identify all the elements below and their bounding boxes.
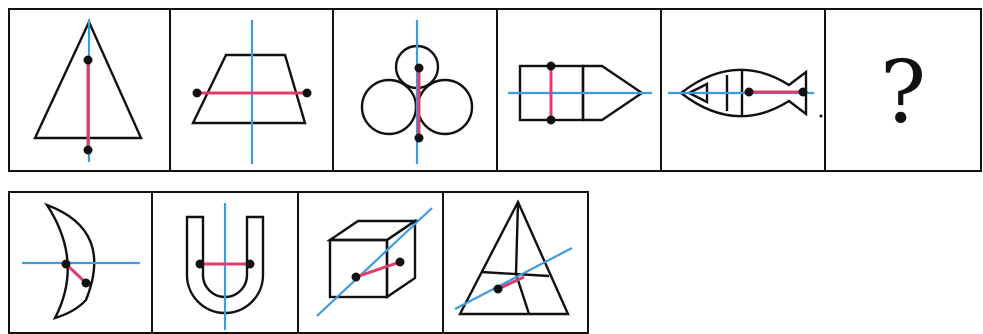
crescent-icon <box>22 202 140 320</box>
endpoint-dot <box>302 88 312 98</box>
endpoint-dot <box>493 284 503 294</box>
endpoint-dot <box>351 272 361 282</box>
segment-line <box>497 275 525 291</box>
endpoint-dot <box>395 257 405 267</box>
subdivided-triangle-icon <box>454 199 573 316</box>
triangle-icon <box>33 19 143 162</box>
option-subdivided-triangle[interactable] <box>442 191 589 334</box>
cube-icon <box>316 207 433 317</box>
endpoint-dot <box>245 259 255 269</box>
panel-fish <box>660 8 826 172</box>
panel-three-circles <box>332 8 498 172</box>
three-circles-icon <box>360 20 474 164</box>
trapezoid-icon <box>191 20 312 164</box>
endpoint-dot <box>744 87 754 97</box>
panel-frame <box>824 8 982 172</box>
panel-question: ? <box>824 8 982 172</box>
endpoint-dot <box>414 133 424 143</box>
stray-dot <box>819 114 823 118</box>
question-mark: ? <box>880 43 926 143</box>
option-u-shape[interactable] <box>151 191 299 334</box>
options-row <box>8 191 589 334</box>
top-row: ? <box>8 8 982 172</box>
endpoint-dot <box>83 55 93 65</box>
endpoint-dot <box>83 145 93 155</box>
segment-line <box>64 262 88 285</box>
option-cube[interactable] <box>297 191 444 334</box>
panel-pencil <box>496 8 662 172</box>
axis-line <box>316 207 433 317</box>
endpoint-dot <box>61 259 71 269</box>
segment-line <box>355 260 401 279</box>
endpoint-dot <box>546 115 556 125</box>
endpoint-dot <box>798 87 808 97</box>
endpoint-dot <box>414 63 424 73</box>
fish-icon <box>668 68 823 118</box>
panel-trapezoid <box>169 8 334 172</box>
panel-frame <box>496 8 662 172</box>
endpoint-dot <box>192 88 202 98</box>
u-shape-icon <box>185 203 265 330</box>
panel-frame <box>332 8 498 172</box>
option-crescent[interactable] <box>8 191 153 334</box>
panel-triangle <box>8 8 171 172</box>
option-frame <box>297 191 444 334</box>
endpoint-dot <box>81 278 91 288</box>
endpoint-dot <box>546 61 556 71</box>
pencil-icon <box>508 61 652 125</box>
endpoint-dot <box>195 259 205 269</box>
axis-line <box>454 247 573 310</box>
